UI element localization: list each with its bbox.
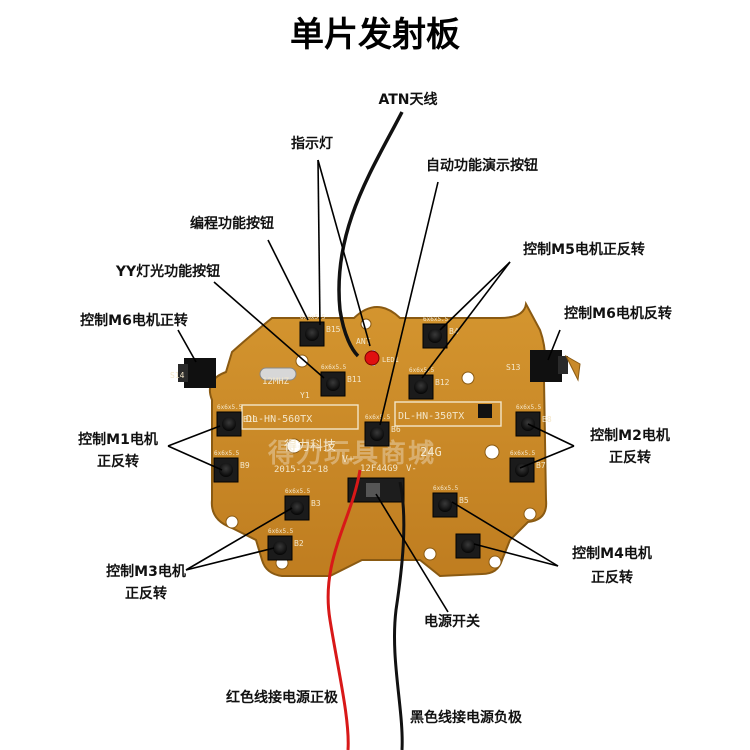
page-title: 单片发射板	[290, 15, 460, 55]
board-chip: 12F44G9	[360, 464, 398, 474]
pointer-lines	[167, 159, 575, 613]
board-band: 24G	[420, 445, 442, 459]
button-id-label: B10	[243, 415, 258, 424]
board-freq: 12MHZ	[262, 377, 290, 387]
side-switch-label: S14	[170, 371, 185, 380]
button-id-label: B15	[326, 325, 341, 334]
board-led: LED1	[382, 356, 399, 364]
side-switch-s13[interactable]: S13	[506, 350, 581, 382]
red-wire	[326, 469, 362, 750]
board-v-minus: V-	[406, 464, 417, 474]
button-id-label: B7	[536, 461, 546, 470]
button-size-label: 6x6x5.5	[321, 364, 347, 371]
board-crystal: Y1	[300, 391, 310, 400]
label-m4-sub: 正反转	[591, 569, 633, 586]
board-date: 2015-12-18	[274, 465, 328, 475]
label-m4: 控制M4电机	[572, 545, 652, 562]
button-size-label: 6x6x5.5	[214, 450, 240, 457]
button-size-label: 6x6x5.5	[285, 488, 311, 495]
button-size-label: 6x6x5.5	[217, 404, 243, 411]
label-auto-demo: 自动功能演示按钮	[426, 157, 538, 174]
label-program: 编程功能按钮	[190, 215, 274, 232]
board-model-right: DL-HN-350TX	[398, 411, 464, 422]
button-size-label: 6x6x5.5	[516, 404, 542, 411]
label-m1: 控制M1电机	[78, 431, 158, 448]
button-size-label: 6x6x5.5	[300, 314, 326, 321]
board-ant: ANT	[356, 337, 371, 346]
label-black-wire: 黑色线接电源负极	[410, 709, 523, 726]
board-watermark: 得力玩具商城	[267, 438, 436, 469]
indicator-led	[364, 350, 380, 366]
button-size-label: 6x6x5.5	[365, 414, 391, 421]
button-id-label: B6	[391, 425, 401, 434]
side-switch-label: S13	[506, 363, 521, 372]
button-id-label: B8	[542, 415, 552, 424]
label-m2-sub: 正反转	[609, 449, 651, 466]
label-m1-sub: 正反转	[97, 453, 139, 470]
board-company: 得力科技	[284, 438, 336, 454]
label-yy-light: YY灯光功能按钮	[115, 263, 220, 280]
tact-button[interactable]	[455, 533, 481, 559]
button-id-label: B11	[347, 375, 362, 384]
label-antenna: ATN天线	[378, 91, 437, 108]
button-id-label: B9	[240, 461, 250, 470]
black-wire	[393, 481, 406, 750]
label-m2: 控制M2电机	[590, 427, 670, 444]
button-id-label: B12	[435, 378, 450, 387]
circuit-board: 12MHZ Y1 DL-HN-560TX DL-HN-350TX 得力科技 20…	[170, 300, 581, 578]
callout-labels: ATN天线 指示灯 自动功能演示按钮 编程功能按钮 YY灯光功能按钮 控制M5电…	[78, 91, 672, 726]
side-switch-s14[interactable]: S14	[170, 358, 216, 388]
label-m6-forward: 控制M6电机正转	[80, 312, 188, 329]
label-m6-reverse: 控制M6电机反转	[564, 305, 672, 322]
board-model-left: DL-HN-560TX	[246, 414, 312, 425]
antenna-wire	[337, 111, 404, 358]
board-v-plus: V+	[342, 454, 354, 465]
button-id-label: B5	[459, 496, 469, 505]
button-size-label: 6x6x5.5	[268, 528, 294, 535]
label-m5: 控制M5电机正反转	[523, 241, 645, 258]
button-size-label: 6x6x5.5	[423, 316, 449, 323]
button-id-label: B2	[294, 539, 304, 548]
button-id-label: B3	[311, 499, 321, 508]
label-indicator: 指示灯	[291, 135, 333, 152]
label-power-switch: 电源开关	[424, 613, 480, 630]
label-m3: 控制M3电机	[106, 563, 186, 580]
button-size-label: 6x6x5.5	[409, 367, 435, 374]
label-red-wire: 红色线接电源正极	[226, 689, 339, 706]
button-size-label: 6x6x5.5	[433, 485, 459, 492]
button-group: B156x6x5.5B46x6x5.5B116x6x5.5B126x6x5.5B…	[213, 314, 552, 561]
button-id-label: B4	[449, 327, 459, 336]
button-size-label: 6x6x5.5	[510, 450, 536, 457]
label-m3-sub: 正反转	[125, 585, 167, 602]
